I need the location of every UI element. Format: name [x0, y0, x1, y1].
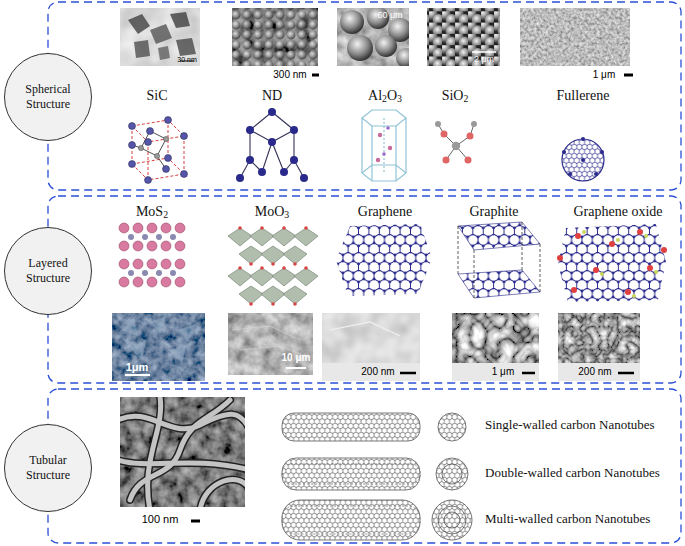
material-name: Graphene — [358, 204, 412, 220]
scale-label: 1 μm — [593, 69, 615, 81]
graphene-oxide-structure — [557, 224, 667, 302]
material-name: ND — [262, 88, 282, 104]
material-name: MoS2 — [136, 204, 168, 220]
material-name: Al2O3 — [368, 88, 402, 104]
graphite-structure — [458, 222, 540, 298]
structure-circle: Layered Structure — [4, 227, 92, 315]
scale-label: 60 μm — [377, 10, 402, 20]
tube-name: Single-walled carbon Nanotubes — [485, 418, 655, 433]
sic-structure — [129, 117, 188, 184]
scale-label: 1 μm — [492, 366, 514, 378]
go-micrograph — [558, 313, 640, 381]
structure-label: Tubular Structure — [12, 453, 84, 483]
structure-circle: Spherical Structure — [4, 53, 92, 141]
material-name: SiC — [146, 88, 167, 104]
al2o3-structure — [362, 110, 406, 181]
scale-bar — [191, 520, 200, 523]
material-name: MoO3 — [255, 204, 289, 220]
panel-frames — [48, 2, 681, 543]
moo3-micrograph — [228, 313, 313, 375]
fullerene-structure — [562, 137, 604, 181]
structure-label: Spherical Structure — [12, 82, 84, 112]
scale-label: 1μm — [126, 361, 149, 374]
graphite-micrograph — [452, 313, 539, 381]
tube-name: Multi-walled carbon Nanotubes — [485, 512, 650, 527]
scale-label: 10 μm — [282, 352, 311, 364]
mos2-structure — [119, 223, 185, 287]
structure-circle: Tubular Structure — [4, 424, 92, 512]
scale-label: 100 nm — [142, 513, 179, 526]
cnt-models — [282, 413, 472, 540]
sio2-structure — [435, 121, 477, 164]
material-name: SiO2 — [442, 88, 469, 104]
cnt-micrograph — [120, 397, 245, 507]
al2o3-micrograph — [337, 8, 409, 66]
moo3-structure — [228, 226, 318, 306]
graphene-micrograph — [322, 313, 420, 381]
structure-label: Layered Structure — [12, 256, 84, 286]
scale-label: 300 nm — [273, 69, 306, 81]
fullerene-micrograph — [520, 8, 630, 66]
scale-label: 200 nm — [361, 366, 394, 378]
material-name: Graphite — [470, 204, 519, 220]
scale-bar — [312, 74, 319, 77]
nd-structure — [236, 108, 308, 182]
graphene-structure — [336, 224, 432, 296]
scale-label: 200 nm — [578, 366, 611, 378]
material-name: Graphene oxide — [573, 204, 662, 220]
sio2-micrograph — [427, 8, 500, 66]
mos2-micrograph — [112, 313, 205, 381]
material-name: Fullerene — [557, 88, 610, 104]
nd-micrograph — [232, 8, 318, 66]
scale-label: 2 μm — [474, 54, 494, 64]
sic-micrograph — [120, 8, 200, 66]
scale-label: 30 nm — [177, 56, 196, 64]
scale-bar — [624, 74, 633, 77]
tube-name: Double-walled carbon Nanotubes — [485, 466, 660, 481]
